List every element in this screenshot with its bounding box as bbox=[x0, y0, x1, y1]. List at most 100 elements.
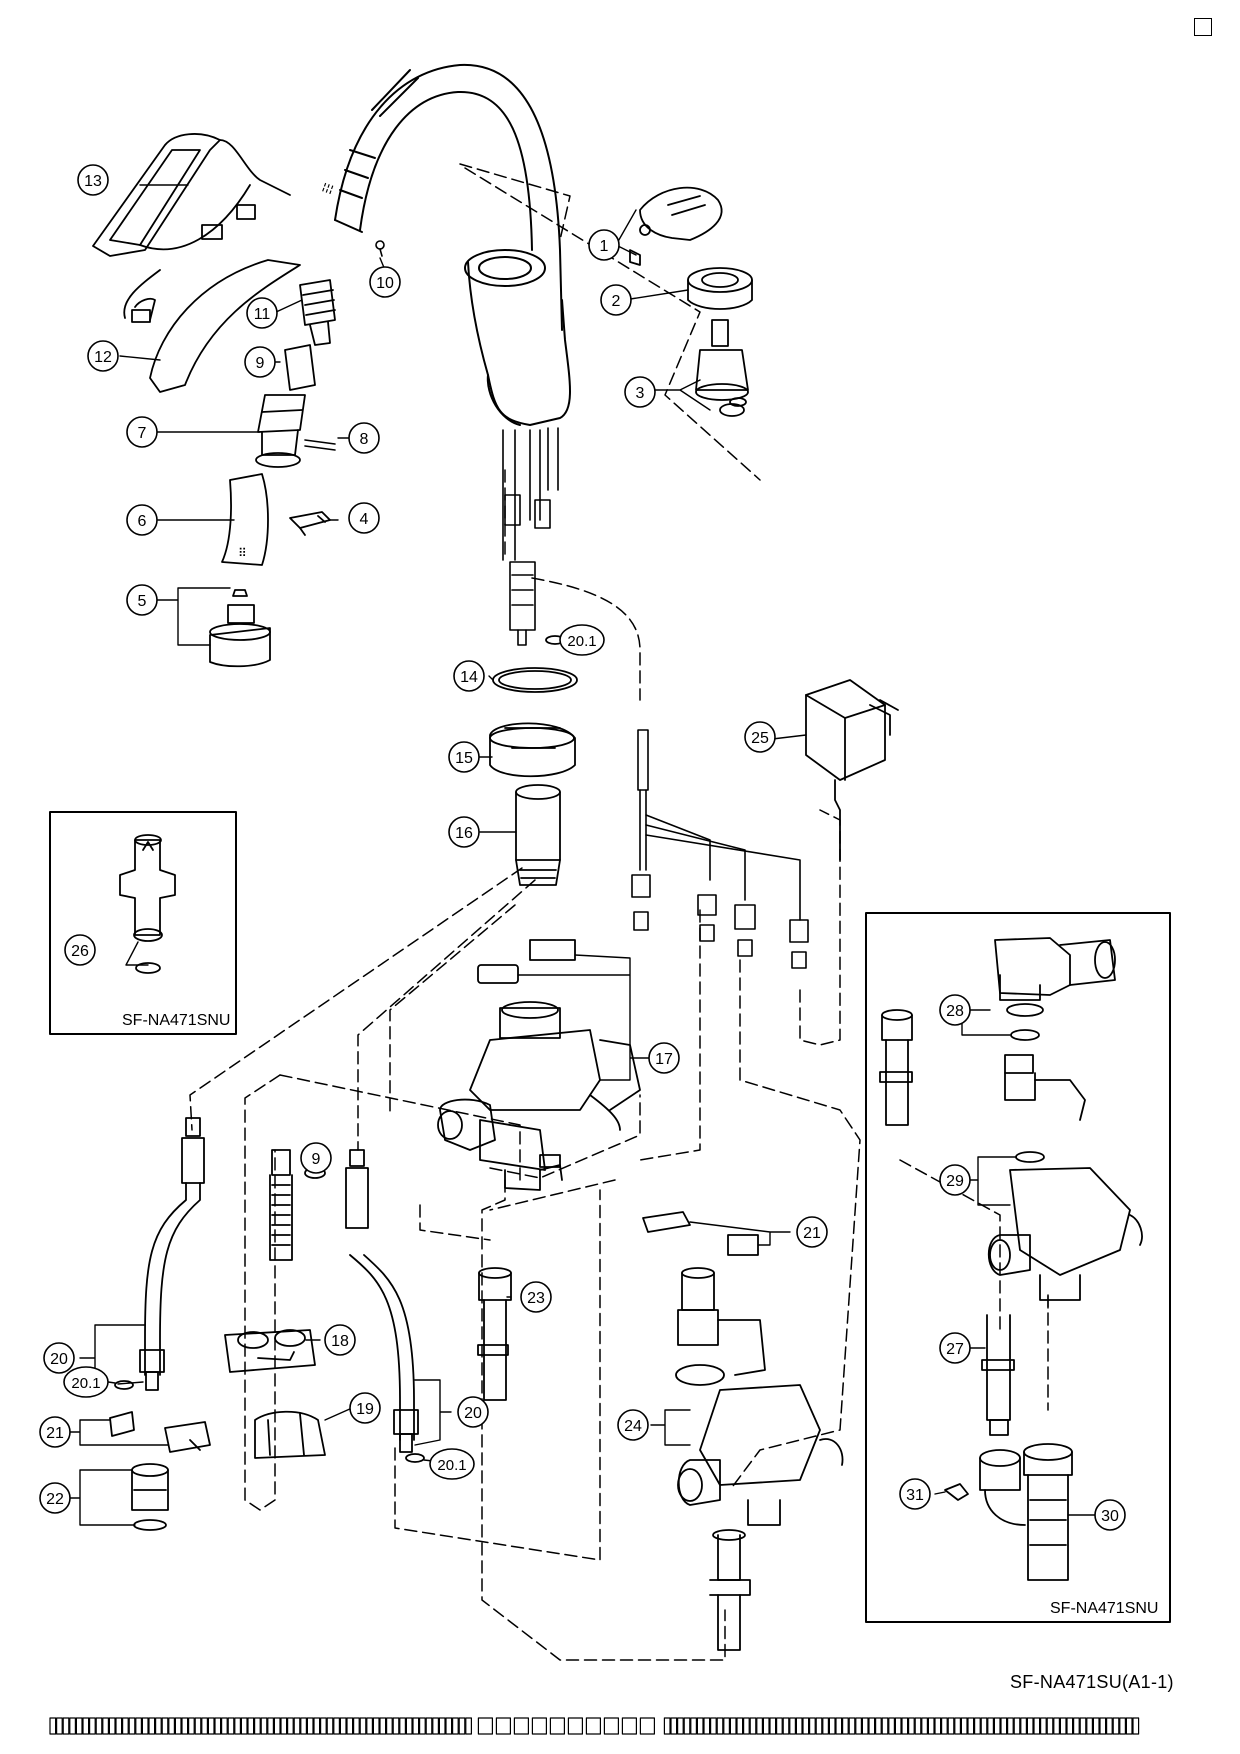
callout-circle-1 bbox=[588, 229, 620, 261]
footer-box bbox=[353, 1717, 360, 1735]
footer-box bbox=[663, 1717, 671, 1735]
part-17-valve-assembly bbox=[437, 939, 641, 1191]
callout-circle-12 bbox=[87, 340, 119, 372]
callout-number-28: 28 bbox=[946, 1003, 964, 1020]
footer-box bbox=[769, 1717, 777, 1735]
footer-box bbox=[927, 1717, 935, 1735]
footer-box bbox=[313, 1717, 321, 1735]
footer-box bbox=[531, 1717, 548, 1735]
footer-box bbox=[161, 1717, 169, 1735]
part-6-spray-shell: ⠿ bbox=[221, 473, 269, 566]
callout-number-20-1: 20.1 bbox=[71, 1375, 100, 1392]
inset-label-left: SF-NA471SNU bbox=[122, 1012, 231, 1029]
footer-box bbox=[359, 1717, 367, 1735]
callout-number-15: 15 bbox=[455, 750, 473, 767]
footer-box bbox=[247, 1717, 255, 1735]
footer-box bbox=[841, 1717, 849, 1735]
callout-number-7: 7 bbox=[138, 425, 147, 442]
footer-box bbox=[670, 1717, 678, 1735]
callout-circle-22 bbox=[39, 1482, 71, 1514]
footer-box bbox=[513, 1717, 530, 1735]
footer-box bbox=[82, 1717, 90, 1735]
footer-box bbox=[756, 1717, 763, 1735]
part-20-hose-center bbox=[345, 1149, 419, 1453]
callout-number-11: 11 bbox=[254, 306, 271, 323]
footer-box bbox=[320, 1717, 327, 1735]
footer-box bbox=[1020, 1717, 1027, 1735]
part-12-cable-cover bbox=[131, 259, 301, 393]
callout-circle-4 bbox=[348, 502, 380, 534]
part-19-clip bbox=[254, 1410, 326, 1459]
faucet-spout: ☷ bbox=[320, 63, 571, 426]
part-27-hose bbox=[981, 1314, 1015, 1436]
part-11-connector bbox=[299, 279, 336, 346]
footer-box bbox=[214, 1717, 222, 1735]
footer-box bbox=[960, 1717, 968, 1735]
footer-box bbox=[465, 1717, 472, 1735]
footer-box bbox=[1072, 1717, 1080, 1735]
callout-circle-8 bbox=[348, 422, 380, 454]
footer-box bbox=[425, 1717, 433, 1735]
part-31-clip bbox=[944, 1483, 969, 1501]
footer-box bbox=[1099, 1717, 1107, 1735]
callout-circle-17 bbox=[648, 1042, 680, 1074]
footer-box bbox=[445, 1717, 453, 1735]
part-23-hose-connector bbox=[477, 1267, 512, 1401]
callout-number-17: 17 bbox=[655, 1051, 673, 1068]
footer-box bbox=[683, 1717, 691, 1735]
part-29-valve-assembly bbox=[987, 1054, 1143, 1301]
footer-box bbox=[227, 1717, 235, 1735]
hose-connector-right-inset bbox=[879, 1009, 913, 1126]
footer-box bbox=[273, 1717, 281, 1735]
footer-box bbox=[1033, 1717, 1041, 1735]
footer-box bbox=[822, 1717, 829, 1735]
footer-box bbox=[386, 1717, 393, 1735]
callout-number-21: 21 bbox=[46, 1425, 64, 1442]
footer-box bbox=[881, 1717, 889, 1735]
callout-circle-27 bbox=[939, 1332, 971, 1364]
footer-box bbox=[181, 1717, 189, 1735]
callout-circle-5 bbox=[126, 584, 158, 616]
callout-number-12: 12 bbox=[94, 349, 112, 366]
footer-box bbox=[762, 1717, 770, 1735]
callout-circle-14 bbox=[453, 660, 485, 692]
callout-number-20-1: 20.1 bbox=[567, 633, 596, 650]
footer-box bbox=[973, 1717, 981, 1735]
part-8-pin bbox=[304, 439, 336, 451]
footer-box bbox=[828, 1717, 836, 1735]
footer-box bbox=[458, 1717, 466, 1735]
footer-box bbox=[1006, 1717, 1014, 1735]
footer-box bbox=[848, 1717, 856, 1735]
footer-box bbox=[703, 1717, 711, 1735]
callout-circle-18 bbox=[324, 1324, 356, 1356]
footer-box bbox=[1000, 1717, 1008, 1735]
footer-box bbox=[135, 1717, 143, 1735]
footer-box bbox=[155, 1717, 162, 1735]
footer-box bbox=[128, 1717, 136, 1735]
footer-box bbox=[940, 1717, 948, 1735]
footer-box bbox=[62, 1717, 70, 1735]
footer-box bbox=[947, 1717, 955, 1735]
part-10-screw bbox=[375, 240, 385, 257]
footer-box bbox=[207, 1717, 215, 1735]
part-18-hose-clamp bbox=[224, 1329, 316, 1373]
footer-box bbox=[1086, 1717, 1094, 1735]
inset-label-right: SF-NA471SNU bbox=[1050, 1600, 1159, 1617]
footer-box bbox=[993, 1717, 1001, 1735]
part-28-elbow-fitting bbox=[994, 937, 1116, 1041]
footer-box bbox=[1059, 1717, 1067, 1735]
callout-number-19: 19 bbox=[356, 1401, 374, 1418]
footer-box bbox=[379, 1717, 387, 1735]
svg-text:☷: ☷ bbox=[320, 181, 337, 196]
callout-circle-20 bbox=[457, 1396, 489, 1428]
callout-circle-28 bbox=[939, 994, 971, 1026]
footer-box bbox=[980, 1717, 988, 1735]
footer-box bbox=[709, 1717, 717, 1735]
footer-box bbox=[419, 1717, 426, 1735]
flex-hose-center bbox=[269, 1149, 293, 1261]
footer-box bbox=[716, 1717, 724, 1735]
part-5-aerator bbox=[209, 589, 271, 668]
callout-circle-25 bbox=[744, 721, 776, 753]
footer-box bbox=[300, 1717, 307, 1735]
callout-circle-26 bbox=[64, 934, 96, 966]
